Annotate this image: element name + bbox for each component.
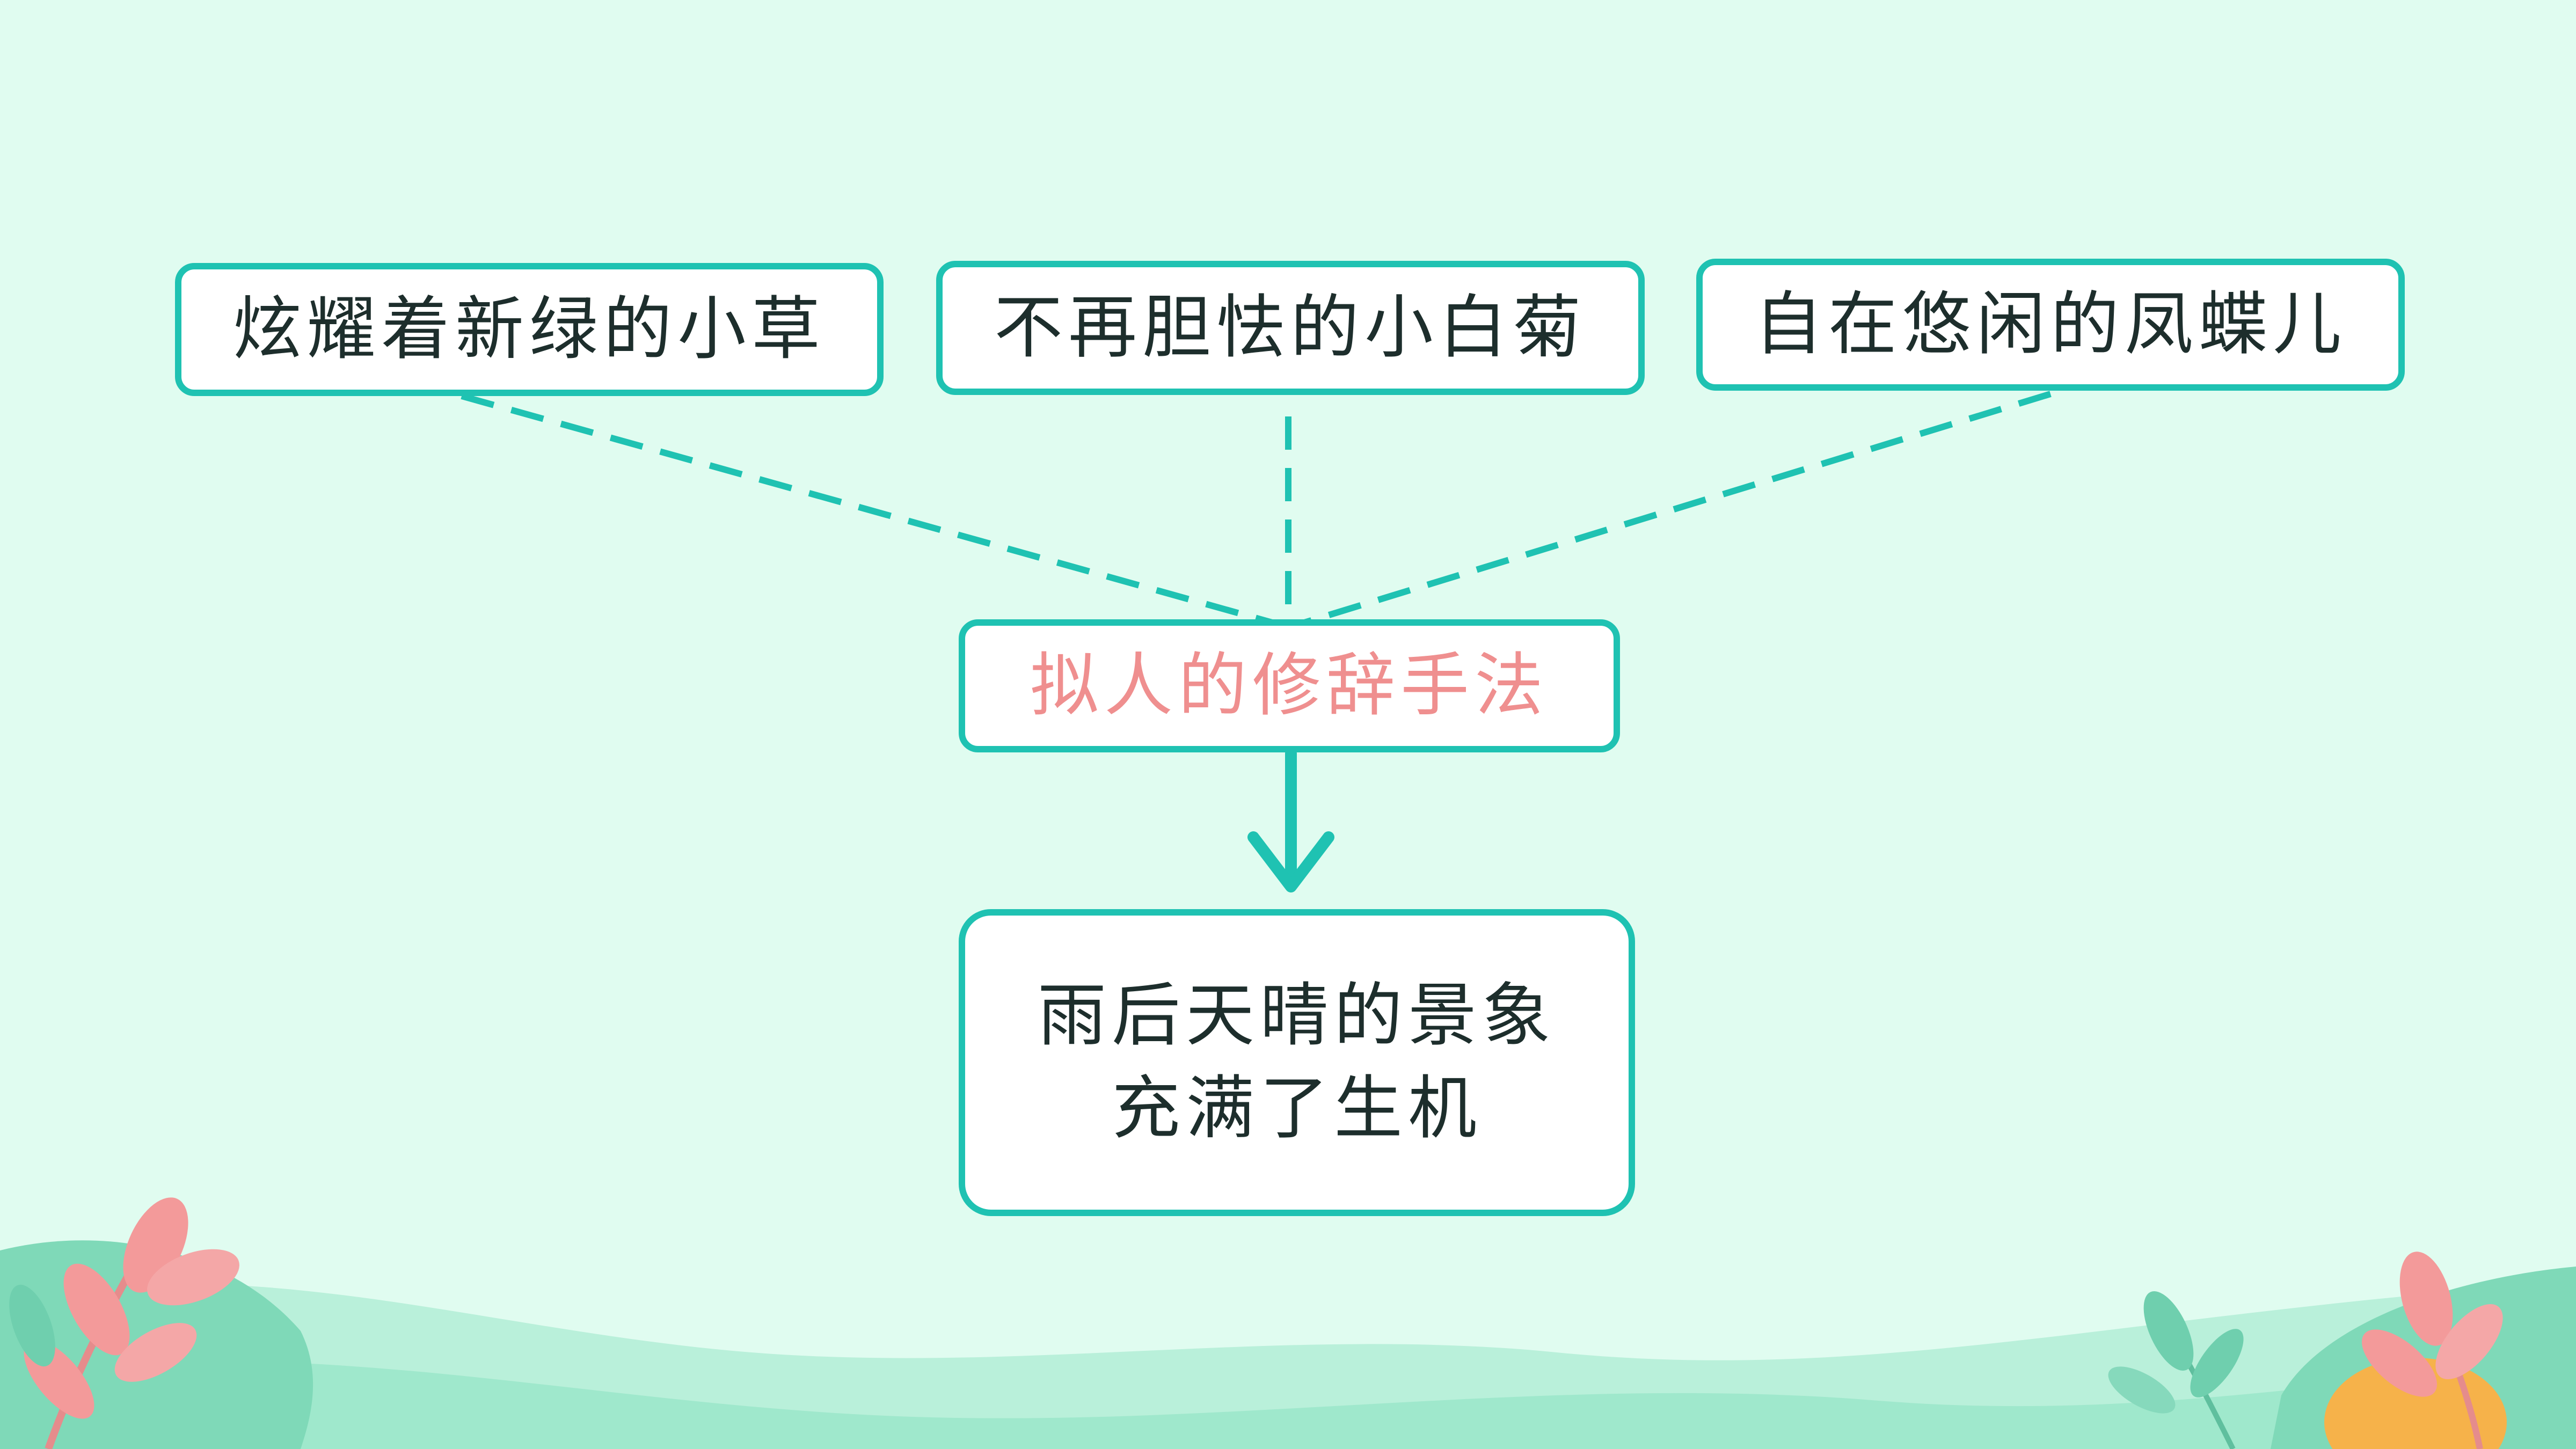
leaf-green (2143, 1291, 2194, 1371)
concept-box-daisy: 不再胆怯的小白菊 (936, 261, 1645, 395)
concept-label-butterfly: 自在悠闲的凤蝶儿 (1754, 284, 2347, 364)
rhetoric-label: 拟人的修辞手法 (1030, 645, 1549, 726)
result-line-1: 雨后天晴的景象 (1037, 976, 1556, 1056)
concept-box-grass: 炫耀着新绿的小草 (175, 263, 884, 396)
concept-label-grass: 炫耀着新绿的小草 (232, 289, 826, 369)
leaf-pink (63, 1263, 130, 1356)
result-box: 雨后天晴的景象 充满了生机 (959, 909, 1635, 1216)
leaf-pink (114, 1323, 197, 1382)
right-plant (2108, 1252, 2507, 1449)
dashed-connector-left (461, 393, 1273, 626)
leaf-green (9, 1284, 55, 1367)
concept-box-butterfly: 自在悠闲的凤蝶儿 (1696, 259, 2405, 391)
leaf-pink (147, 1249, 239, 1306)
hill-front (0, 1360, 2576, 1449)
dashed-connector-right (1303, 391, 2052, 626)
leaf-green (2108, 1366, 2176, 1414)
left-plant (9, 1197, 239, 1449)
result-line-2: 充满了生机 (1111, 1069, 1482, 1148)
leaf-pink (2361, 1329, 2438, 1397)
leaf-green (2190, 1329, 2244, 1397)
leaf-pink (2399, 1252, 2453, 1346)
rhetoric-box: 拟人的修辞手法 (959, 619, 1620, 752)
arrow-head (1247, 831, 1334, 892)
concept-label-daisy: 不再胆怯的小白菊 (994, 287, 1587, 368)
leaf-pink (2435, 1304, 2503, 1380)
